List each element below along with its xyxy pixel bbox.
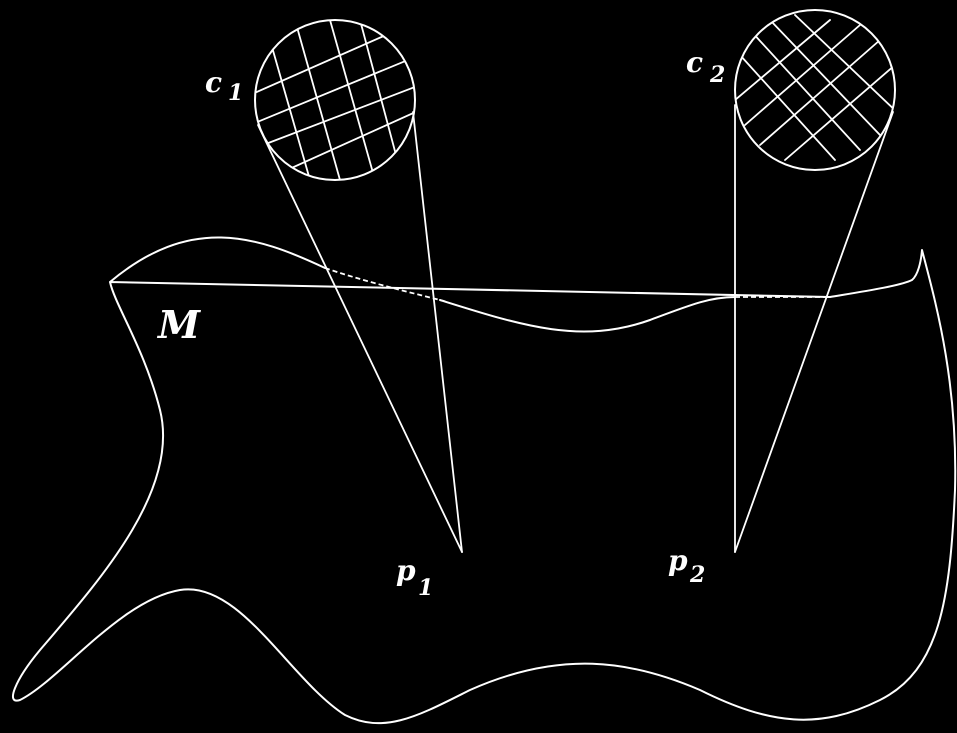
svg-text:2: 2 (709, 62, 725, 88)
manifold-outline (11, 236, 957, 725)
label-p1: p 1 (396, 554, 433, 601)
label-manifold-M: M (156, 302, 201, 347)
chart-c1-grid (255, 20, 415, 180)
chart-c1-circle (254, 19, 416, 181)
svg-text:p: p (668, 544, 688, 577)
svg-text:c: c (205, 66, 222, 99)
chart-c2-grid (735, 14, 895, 161)
svg-text:p: p (396, 554, 416, 587)
svg-text:1: 1 (418, 575, 433, 601)
label-c1: c 1 (205, 66, 243, 106)
svg-text:1: 1 (228, 80, 243, 106)
svg-text:c: c (686, 46, 703, 79)
cone-p2-right-edge (734, 111, 894, 553)
manifold-hidden-edge-left (324, 267, 441, 301)
chart-disk-c2 (734, 9, 896, 171)
chart-c2-circle (734, 9, 896, 171)
cone-p2-c2 (734, 104, 894, 553)
chart-disk-c1 (254, 19, 416, 181)
svg-text:2: 2 (689, 562, 705, 588)
cone-p1-c1 (257, 111, 463, 553)
label-c2: c 2 (686, 46, 725, 88)
cone-p1-right-edge (412, 111, 463, 553)
cone-p1-left-edge (257, 124, 463, 553)
label-p2: p 2 (668, 544, 705, 588)
